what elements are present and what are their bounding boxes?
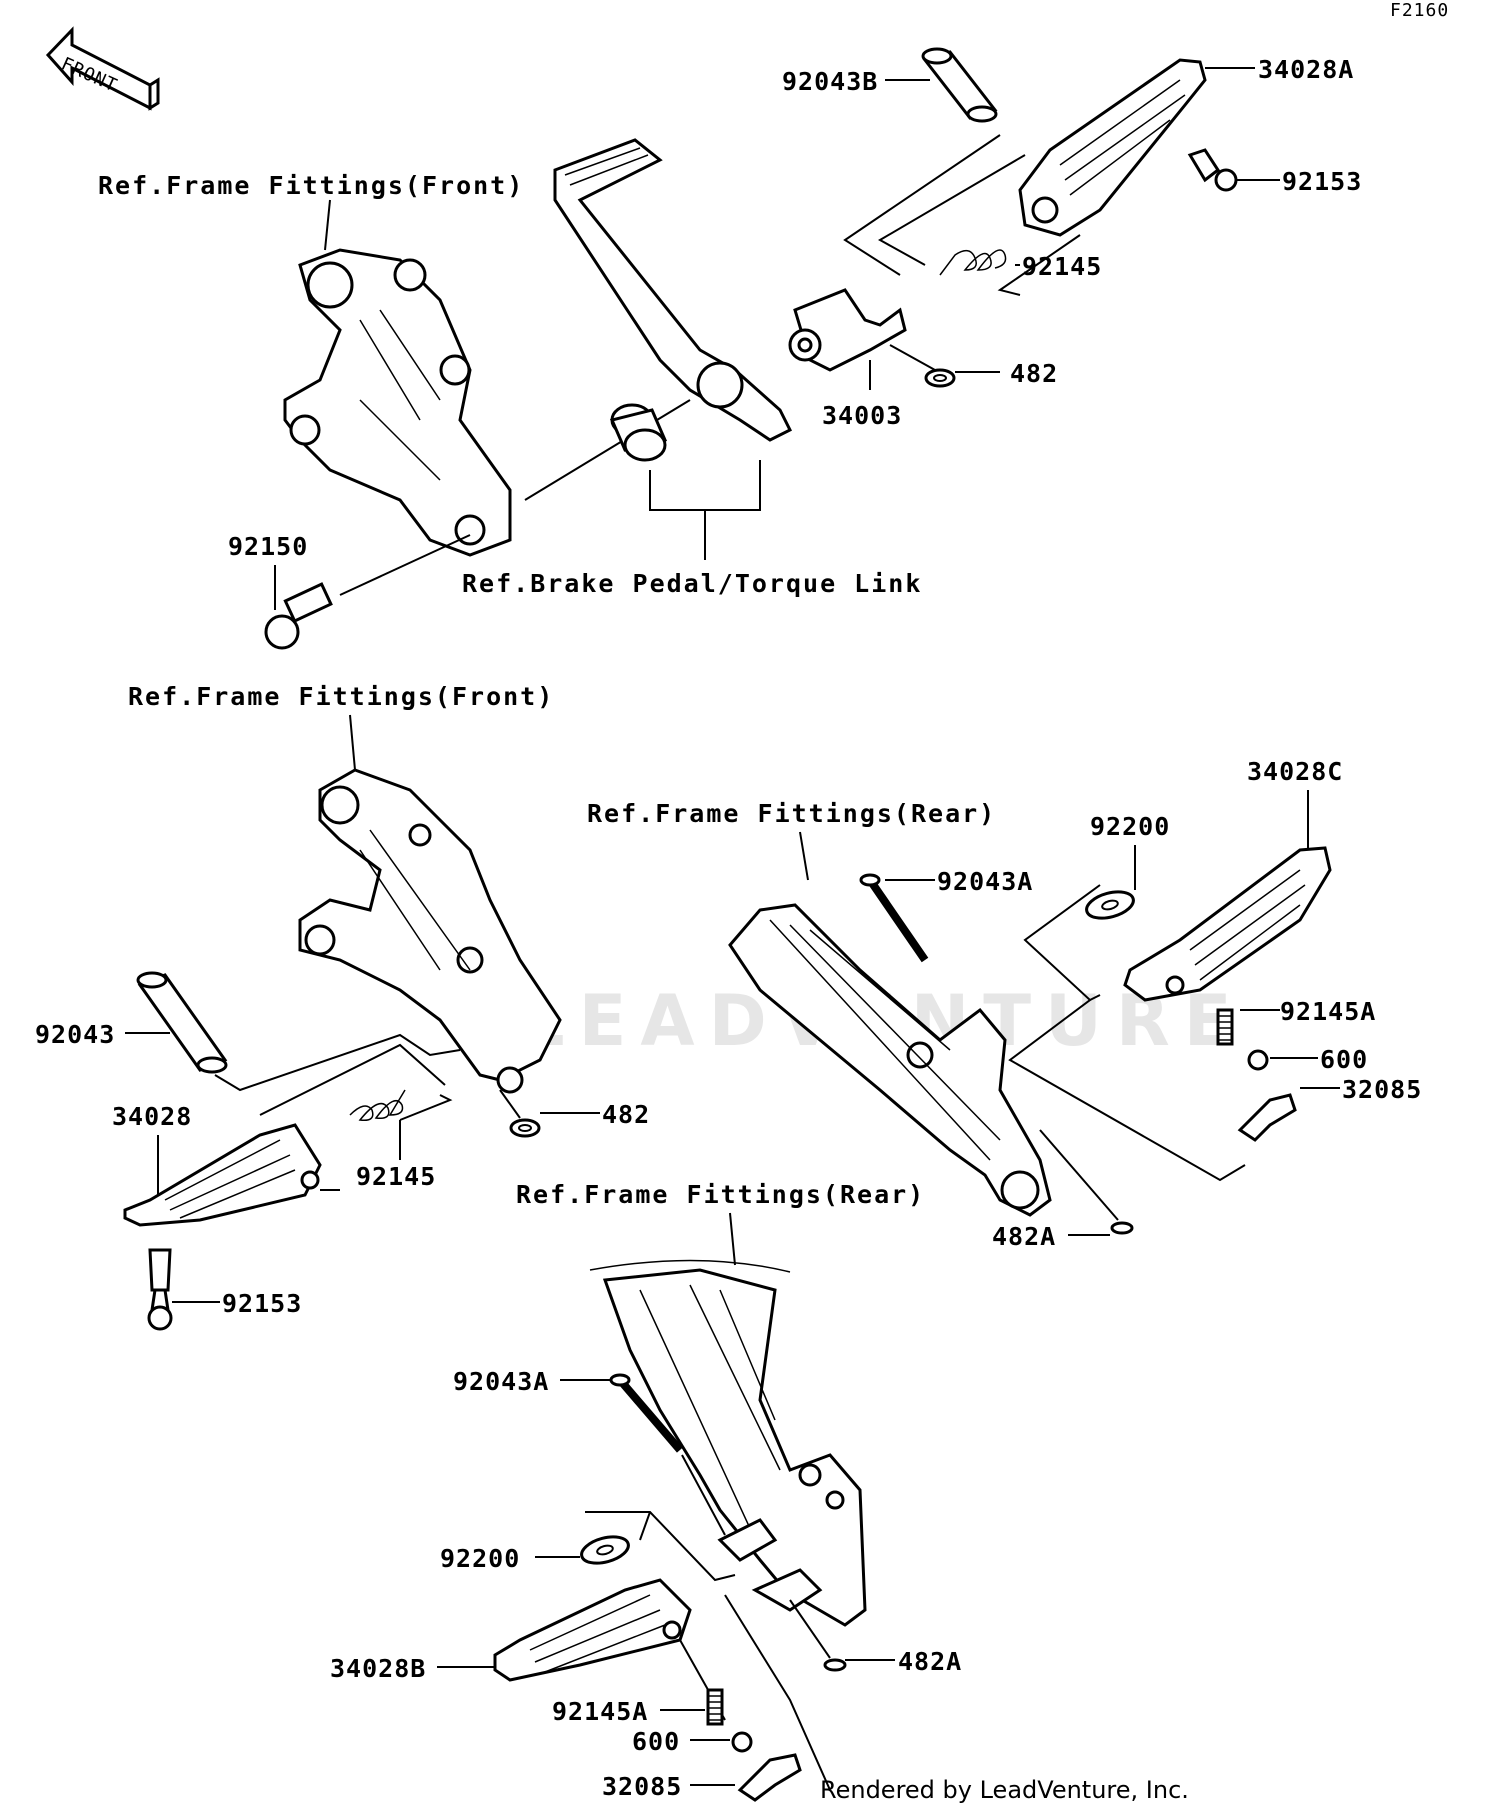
footpeg-34028b [493,1578,692,1682]
pin-92043a-bottom [609,1373,684,1453]
bolt-92150 [264,582,333,650]
ref-frame-fittings-front-2: Ref.Frame Fittings(Front) [128,682,554,711]
clip-482-top [924,368,956,388]
part-34028b-label: 34028B [330,1654,426,1683]
part-32085-right-label: 32085 [1342,1075,1422,1104]
ref-frame-fittings-rear-2: Ref.Frame Fittings(Rear) [516,1180,925,1209]
frame-bracket-left [298,768,562,1094]
bolt-92153-left [147,1248,173,1331]
part-92150-label: 92150 [228,532,308,561]
part-92145a-bottom-label: 92145A [552,1697,648,1726]
ref-brake-pedal-torque-link: Ref.Brake Pedal/Torque Link [462,569,922,598]
part-34003-label: 34003 [822,401,902,430]
part-92153-left-label: 92153 [222,1289,302,1318]
part-92043a-right-label: 92043A [937,867,1033,896]
part-92043-label: 92043 [35,1020,115,1049]
ball-600-bottom [731,1731,753,1753]
detent-32085-bottom [737,1753,802,1802]
part-482-top-label: 482 [1010,359,1058,388]
spring-92145a-bottom [706,1688,724,1726]
footpeg-34028c [1123,846,1332,1002]
part-92200-right-label: 92200 [1090,812,1170,841]
washer-92200-right [1085,890,1135,920]
spring-92145-left [349,1089,406,1122]
part-482-left-label: 482 [602,1100,650,1129]
part-32085-bottom-label: 32085 [602,1772,682,1801]
part-92043a-bottom-label: 92043A [453,1367,549,1396]
footpeg-34028a [1018,58,1207,237]
part-92043b-label: 92043B [782,67,878,96]
part-92200-bottom-label: 92200 [440,1544,520,1573]
part-600-right-label: 600 [1320,1045,1368,1074]
clip-482-left [509,1118,541,1138]
pin-92043b [921,47,998,123]
spring-92145-top [939,249,1007,276]
part-92153-top-label: 92153 [1282,167,1362,196]
bushing [609,403,668,462]
spring-92145a-right [1216,1008,1234,1046]
part-482a-bottom-label: 482A [898,1647,962,1676]
part-92145-left-label: 92145 [356,1162,436,1191]
clip-482a-right [1110,1221,1134,1235]
part-600-bottom-label: 600 [632,1727,680,1756]
part-482a-right-label: 482A [992,1222,1056,1251]
figure-code: F2160 [1390,0,1449,21]
part-34028-label: 34028 [112,1102,192,1131]
frame-bracket-top [283,248,512,557]
credit-text: Rendered by LeadVenture, Inc. [820,1776,1189,1804]
frame-bracket-rear-right [728,903,1052,1217]
washer-92200-bottom [580,1535,630,1565]
frame-bracket-rear-bottom [589,1259,867,1627]
front-arrow-icon: FRONT [45,26,160,111]
pivot-34003 [788,288,907,372]
bolt-92153-top [1187,148,1238,192]
ball-600-right [1247,1049,1269,1071]
pin-92043a-right [859,873,929,963]
pin-92043 [136,971,228,1074]
part-92145a-right-label: 92145A [1280,997,1376,1026]
part-34028a-label: 34028A [1258,55,1354,84]
ref-frame-fittings-front-1: Ref.Frame Fittings(Front) [98,171,524,200]
part-34028c-label: 34028C [1247,757,1343,786]
footpeg-34028 [123,1123,322,1227]
ref-frame-fittings-rear-1: Ref.Frame Fittings(Rear) [587,799,996,828]
detent-32085-right [1237,1093,1297,1142]
brake-pedal [553,138,793,442]
clip-482a-bottom [823,1658,847,1672]
